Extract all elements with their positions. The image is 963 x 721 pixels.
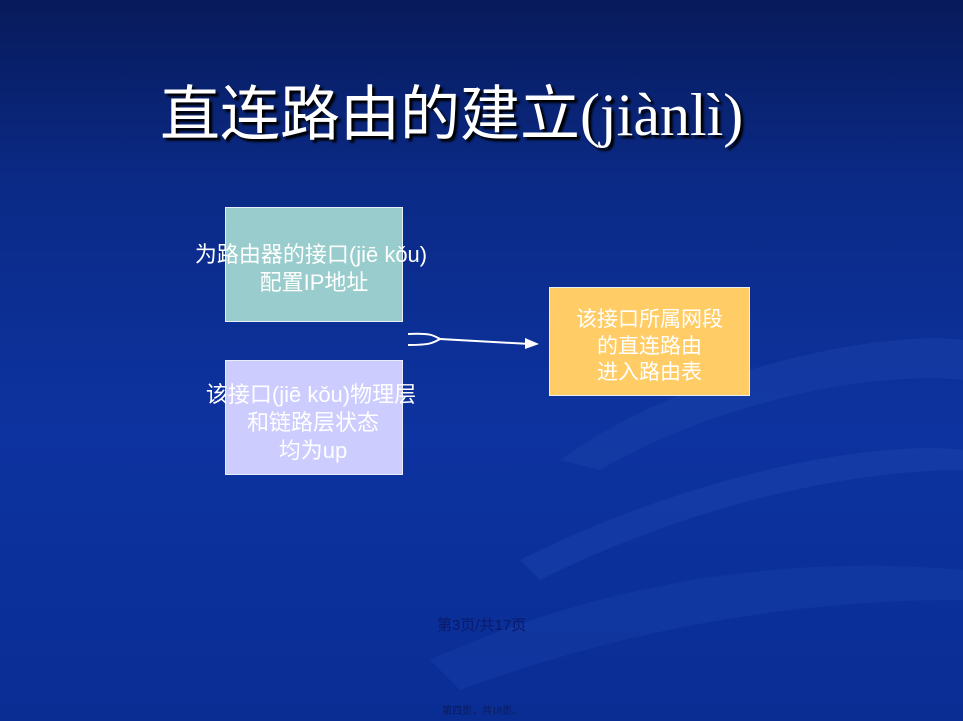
status-label-1: 该接口(jiē kǒu)物理层: [205, 382, 417, 407]
status-box: [225, 360, 403, 475]
result-box: [549, 287, 750, 396]
result-label-2: 的直连路由: [597, 335, 702, 358]
merge-arrow: [407, 332, 539, 349]
result-label-3: 进入路由表: [597, 361, 702, 384]
config-label-1: 为路由器的接口(jiē kǒu): [194, 242, 428, 267]
page-number: 第3页/共17页: [437, 617, 527, 634]
status-label-3: 均为up: [278, 438, 348, 463]
status-label-2: 和链路层状态: [246, 410, 379, 435]
result-label-1: 该接口所属网段: [576, 308, 723, 331]
config-box: [225, 207, 403, 322]
slide-title: 直连路由的建立(jiànlì): [160, 82, 744, 148]
page-number-bottom: 第四页，共18页。: [442, 706, 522, 717]
config-label-2: 配置IP地址: [259, 270, 369, 295]
